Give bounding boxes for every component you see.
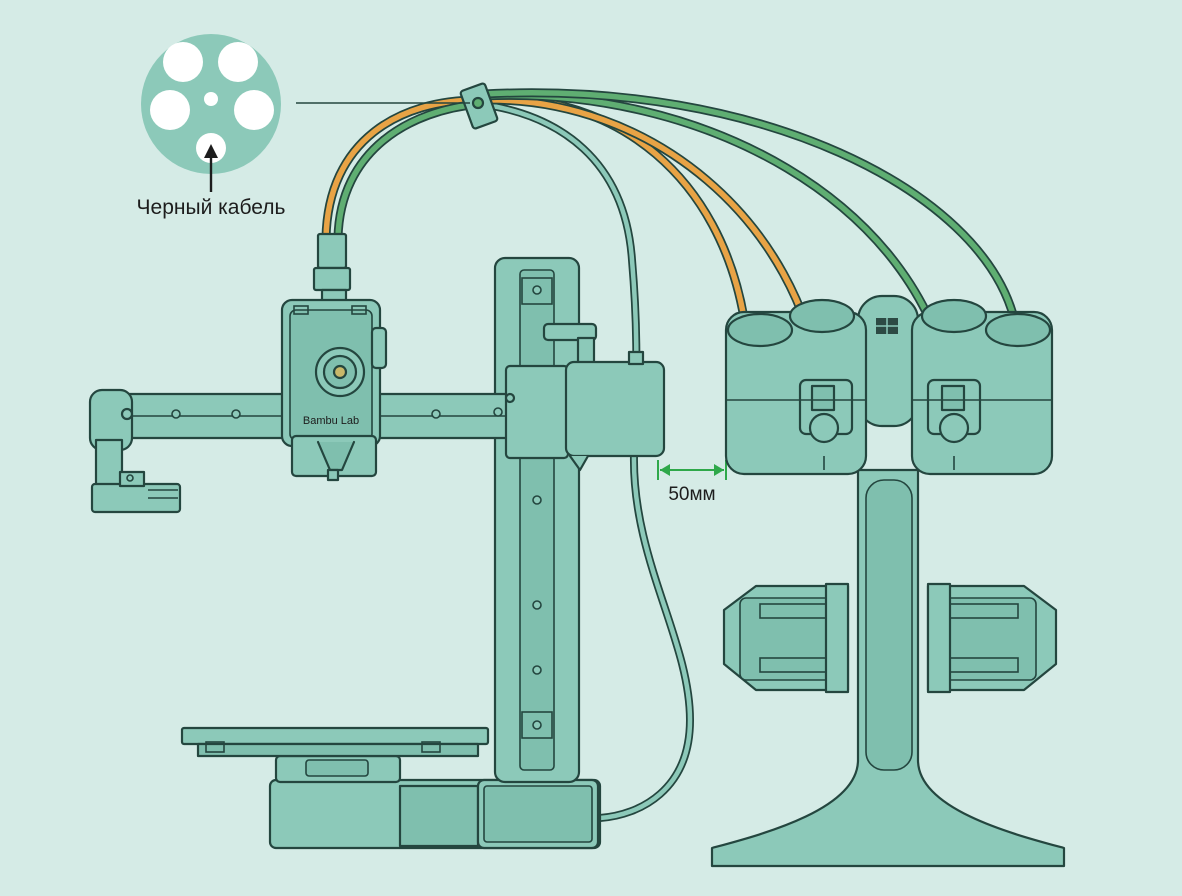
dimension-marker	[657, 460, 727, 480]
toolhead-brand-label: Bambu Lab	[303, 415, 359, 427]
cable-hub-inset	[141, 34, 281, 174]
ams-lite-unit	[710, 294, 1066, 868]
dimension-label: 50мм	[668, 484, 715, 505]
printer-base	[268, 778, 602, 850]
z-axis-column	[493, 256, 598, 784]
print-head: Bambu Lab	[280, 232, 388, 482]
z-axis-motor-box	[564, 350, 666, 472]
cable-hub-clip	[459, 82, 499, 130]
black-cable-arrow	[204, 144, 218, 192]
print-bed	[180, 726, 490, 784]
inset-label: Черный кабель	[137, 196, 286, 219]
